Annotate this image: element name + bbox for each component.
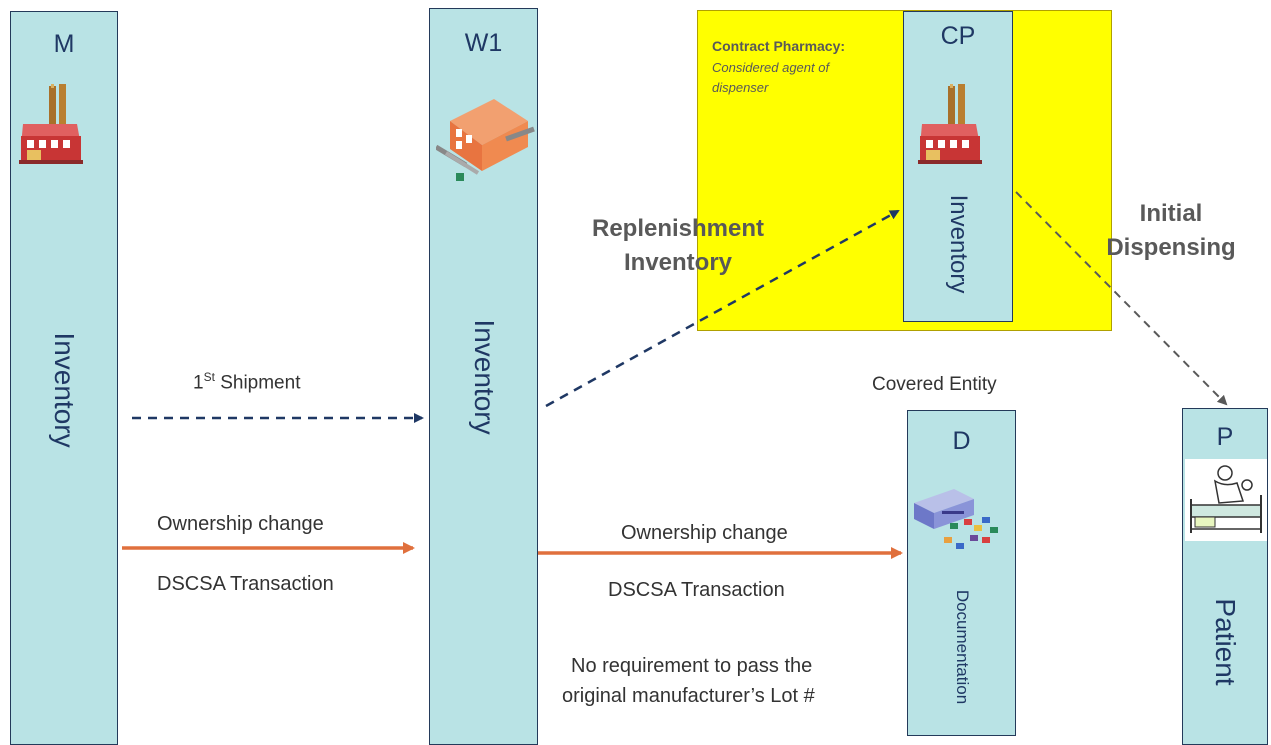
initial-line-1: Initial [1139,200,1203,227]
no-requirement-line-1: No requirement to pass the [571,655,813,677]
node-code-m: M [53,30,75,58]
contract-pharmacy-subtitle-2: dispenser [712,80,769,95]
initial-line-2: Dispensing [1106,234,1236,261]
contract-pharmacy-title: Contract Pharmacy: [712,38,846,54]
server-icon [910,481,1014,566]
covered-entity-caption: Covered Entity [872,374,997,395]
node-wholesaler: W1 Inventory [429,8,538,745]
warehouse-icon [434,91,536,196]
first-shipment-sup: St [203,370,215,384]
arrow-replenishment [545,209,900,408]
node-code-cp: CP [940,22,976,50]
first-shipment-suffix: Shipment [214,372,301,394]
first-shipment-label: 1St Shipment [193,370,300,394]
replenishment-line-2: Inventory [623,249,733,276]
first-shipment-prefix: 1 [193,372,204,394]
dscsa-transaction-right-label: DSCSA Transaction [608,579,785,601]
no-requirement-line-2: original manufacturer’s Lot # [562,685,815,707]
node-patient: P Patient [1182,408,1268,745]
node-manufacturer: M Inventory [10,11,118,745]
node-code-p: P [1216,423,1234,451]
initial-dispensing-label: Initial Dispensing [1091,197,1251,265]
node-code-d: D [952,427,971,455]
factory-icon [918,84,982,181]
ownership-change-right-label: Ownership change [621,522,788,544]
factory-icon [19,84,83,181]
arrow-initial-dispensing [1015,191,1228,406]
node-dispenser: D Documentation [907,410,1016,736]
patient-bed-icon [1185,459,1267,546]
replenishment-line-1: Replenishment [591,215,765,242]
dscsa-transaction-left-label: DSCSA Transaction [157,573,334,595]
contract-pharmacy-subtitle-1: Considered agent of [712,60,830,75]
ownership-change-left-label: Ownership change [157,513,324,535]
node-contract-pharmacy: CP Inventory [903,11,1013,322]
replenishment-inventory-label: Replenishment Inventory [563,212,793,280]
node-code-w1: W1 [464,29,503,57]
